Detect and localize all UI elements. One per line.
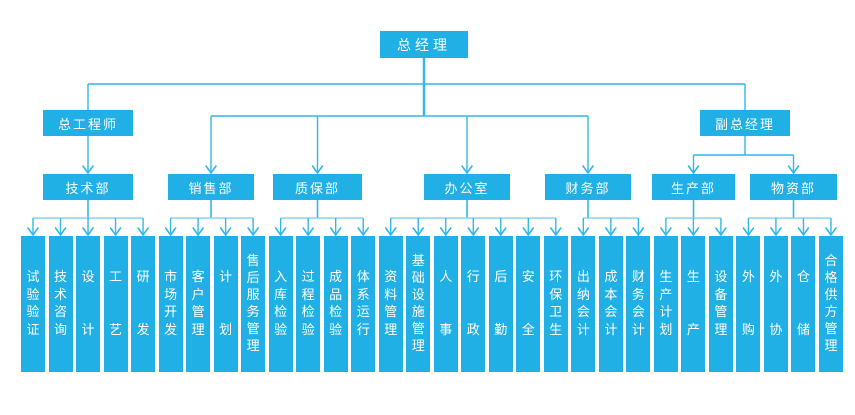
node-general-manager: 总经理 [380,31,468,58]
leaf-label: 研发 [136,270,150,338]
leaf-label: 成品检验 [329,270,343,338]
leaf-label: 成本会计 [604,270,618,338]
leaf-node-incoming-inspection: 入库检验 [268,236,293,372]
leaf-label: 出纳会计 [576,270,590,338]
leaf-label: 外购 [741,270,755,338]
leaf-label: 过程检验 [301,270,315,338]
leaf-label: 设计 [81,270,95,338]
node-dept-office: 办公室 [424,174,510,200]
leaf-label: 工艺 [109,270,123,338]
leaf-node-research-development: 研发 [131,236,156,372]
leaf-label: 资料管理 [384,270,398,338]
leaf-node-infrastructure-management: 基础设施管理 [406,236,431,372]
leaf-node-production: 生产 [681,236,706,372]
leaf-node-after-sales-service: 售后服务管理 [241,236,266,372]
leaf-node-safety: 安全 [516,236,541,372]
leaf-node-outsourced-cooperation: 外协 [763,236,788,372]
leaf-node-customer-management: 客户管理 [186,236,211,372]
node-dept-finance: 财务部 [545,174,631,200]
leaf-node-cashier-accounting: 出纳会计 [571,236,596,372]
leaf-node-system-operation: 体系运行 [351,236,376,372]
leaf-node-financial-accounting: 财务会计 [626,236,651,372]
node-dept-materials: 物资部 [750,174,837,200]
leaf-label: 客户管理 [191,270,205,338]
leaf-node-warehousing: 仓储 [791,236,816,372]
leaf-label: 计划 [219,270,233,338]
leaf-label: 财务会计 [631,270,645,338]
leaf-node-test-verification: 试验验证 [21,236,46,372]
leaf-label: 合格供方管理 [824,253,838,355]
leaf-label: 市场开发 [164,270,178,338]
leaf-node-outsourced-purchase: 外购 [736,236,761,372]
leaf-node-administration: 行政 [461,236,486,372]
leaf-node-process-inspection: 过程检验 [296,236,321,372]
node-chief-engineer: 总工程师 [43,110,133,136]
node-dept-production: 生产部 [652,174,735,200]
leaf-label: 技术咨询 [54,270,68,338]
leaf-label: 后勤 [494,270,508,338]
node-dept-sales: 销售部 [168,174,254,200]
leaf-node-technical-consulting: 技术咨询 [48,236,73,372]
leaf-node-process-craft: 工艺 [103,236,128,372]
leaf-label: 生产计划 [659,270,673,338]
leaf-node-equipment-management: 设备管理 [708,236,733,372]
leaf-label: 生产 [686,270,700,338]
leaf-node-cost-accounting: 成本会计 [598,236,623,372]
node-dept-technical: 技术部 [43,174,133,200]
leaf-node-environment-health: 环保卫生 [543,236,568,372]
leaf-node-market-development: 市场开发 [158,236,183,372]
leaf-label: 体系运行 [356,270,370,338]
leaf-label: 安全 [521,270,535,338]
leaf-node-document-management: 资料管理 [378,236,403,372]
leaf-label: 仓储 [796,270,810,338]
leaf-node-design: 设计 [76,236,101,372]
leaf-node-production-planning: 生产计划 [653,236,678,372]
leaf-node-final-inspection: 成品检验 [323,236,348,372]
leaf-node-logistics: 后勤 [488,236,513,372]
leaf-label: 行政 [466,270,480,338]
leaf-label: 人事 [439,270,453,338]
leaf-label: 外协 [769,270,783,338]
leaf-label: 入库检验 [274,270,288,338]
leaf-node-human-resources: 人事 [433,236,458,372]
leaf-label: 设备管理 [714,270,728,338]
node-dept-quality-assurance: 质保部 [273,174,362,200]
leaf-node-qualified-supplier-management: 合格供方管理 [818,236,843,372]
leaf-row: 试验验证 技术咨询 设计 工艺 研发 市场开发 客户管理 计划 售后服务管理 入… [21,236,843,372]
leaf-node-planning: 计划 [213,236,238,372]
node-deputy-general-manager: 副总经理 [700,110,790,136]
leaf-label: 基础设施管理 [411,253,425,355]
leaf-label: 售后服务管理 [246,253,260,355]
leaf-label: 试验验证 [26,270,40,338]
leaf-label: 环保卫生 [549,270,563,338]
